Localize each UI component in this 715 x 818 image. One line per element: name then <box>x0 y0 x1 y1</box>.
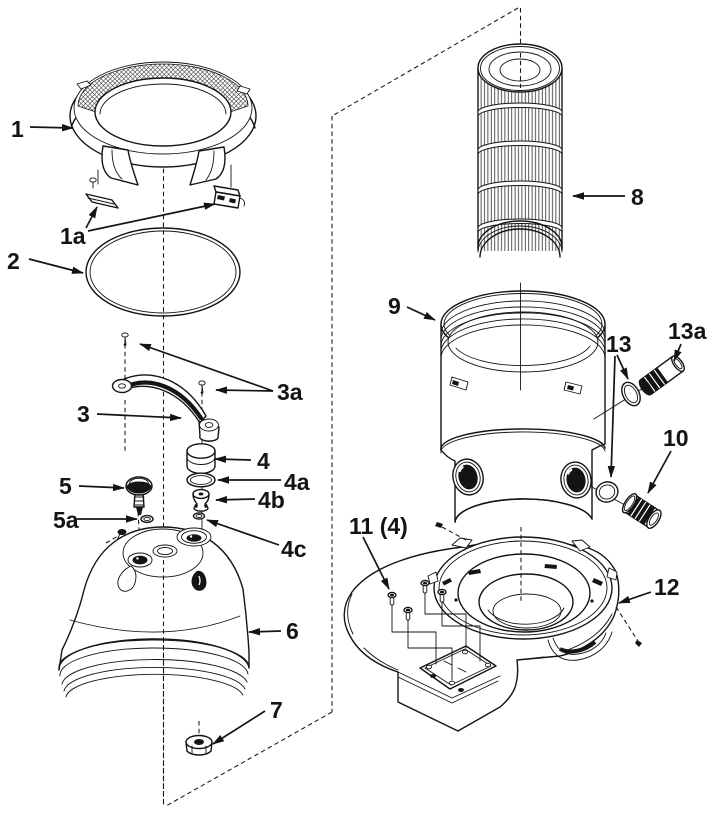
relief-valve-cap <box>186 443 216 475</box>
inlet-fitting <box>638 355 685 396</box>
relief-valve-stem <box>192 488 210 512</box>
callout-2-label: 2 <box>7 248 20 274</box>
base-screws <box>387 579 447 621</box>
callout-12-label: 12 <box>654 574 680 600</box>
tank-port-left <box>452 458 484 496</box>
fitting-o-ring-lower <box>595 481 619 503</box>
callout-labels: 1 1a 2 3 3a 4 4a 4b 4c 5 5a 6 7 8 9 10 1… <box>7 116 707 723</box>
callout-6-label: 6 <box>286 618 299 644</box>
callout-3a-label: 3a <box>277 379 303 405</box>
callout-13a-label: 13a <box>668 318 707 344</box>
relief-valve-o-ring <box>186 472 216 488</box>
base-screw <box>420 579 430 594</box>
callout-4c-label: 4c <box>281 536 307 562</box>
pressure-gauge <box>125 476 153 515</box>
callout-arrows <box>28 124 682 745</box>
fitting-o-ring-upper <box>621 381 641 407</box>
callout-7-label: 7 <box>270 697 283 723</box>
drain-cap <box>185 734 213 756</box>
callout-4b-label: 4b <box>258 487 285 513</box>
callout-11-label: 11 (4) <box>349 513 408 539</box>
relief-valve-seal <box>192 512 206 520</box>
callout-13-label: 13 <box>606 331 632 357</box>
callout-4-label: 4 <box>257 448 270 474</box>
handle-screw-left <box>121 332 129 346</box>
callout-4a-label: 4a <box>284 469 310 495</box>
base-screw <box>403 606 413 621</box>
callout-10-label: 10 <box>663 425 689 451</box>
filter-cartridge <box>477 43 563 258</box>
gauge-o-ring <box>140 514 154 524</box>
filter-base <box>343 522 642 732</box>
safety-latch-right <box>213 185 245 209</box>
lock-ring <box>69 61 257 188</box>
callout-1-label: 1 <box>11 116 24 142</box>
outlet-fitting <box>621 493 662 529</box>
callout-8-label: 8 <box>631 184 644 210</box>
base-screw <box>437 588 447 603</box>
handle-screw-right <box>198 380 206 394</box>
callout-5a-label: 5a <box>53 507 79 533</box>
head-o-ring <box>85 227 241 317</box>
filter-head-dome <box>58 526 250 698</box>
divider-plane-dashed <box>165 7 519 807</box>
tank-port-right <box>560 461 592 499</box>
handle <box>111 374 220 442</box>
filter-tank-body <box>440 282 606 523</box>
callout-9-label: 9 <box>388 293 401 319</box>
base-screw <box>387 591 397 606</box>
safety-latch-left <box>85 177 119 209</box>
callout-5-label: 5 <box>59 473 72 499</box>
callout-3-label: 3 <box>77 401 90 427</box>
callout-1a-label: 1a <box>60 223 86 249</box>
